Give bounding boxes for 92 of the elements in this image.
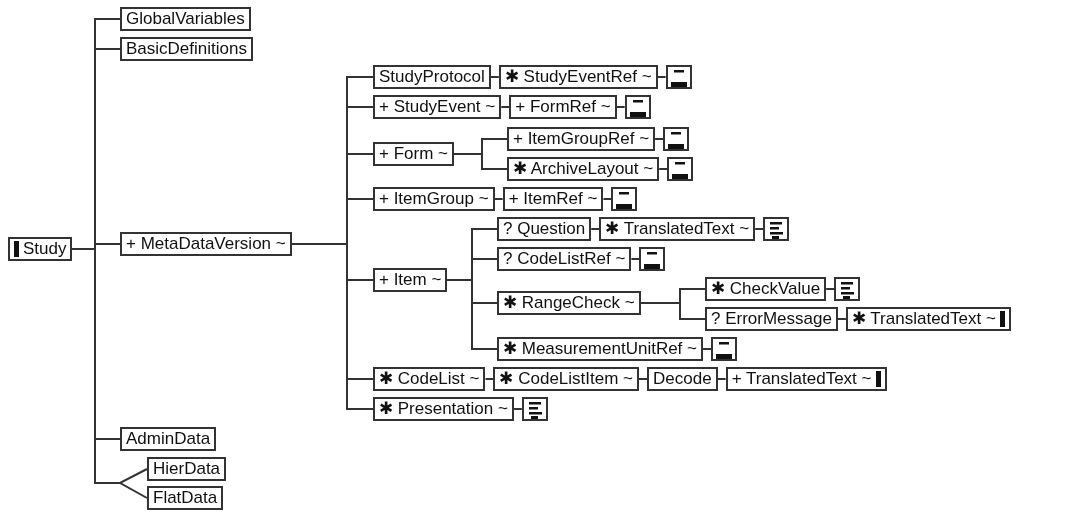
element-box bbox=[647, 367, 718, 391]
element-name: ✱ ArchiveLayout ~ bbox=[513, 159, 654, 179]
connector-line bbox=[500, 106, 511, 108]
element-name: ? ErrorMessage bbox=[711, 309, 832, 329]
element-name: ✱ CodeListItem ~ bbox=[499, 369, 633, 389]
element-box bbox=[147, 457, 227, 481]
connector-line bbox=[754, 228, 765, 230]
element-name: ✱ CodeList ~ bbox=[379, 369, 480, 389]
element-box bbox=[705, 307, 838, 331]
element-name: ? Question bbox=[503, 219, 586, 239]
element-box bbox=[120, 7, 251, 31]
connector-line bbox=[836, 318, 847, 320]
element-name: ✱ TranslatedText ~ bbox=[605, 219, 750, 239]
connector-line bbox=[825, 288, 836, 290]
element-name: ✱ StudyEventRef ~ bbox=[504, 67, 652, 87]
element-name: + MetaDataVersion ~ bbox=[126, 234, 286, 254]
content-model-icon bbox=[711, 337, 737, 361]
connector-line bbox=[446, 279, 498, 350]
element-box bbox=[497, 337, 703, 361]
element-box bbox=[373, 367, 486, 391]
connector-line bbox=[452, 153, 508, 170]
element-name: + Form ~ bbox=[379, 144, 448, 164]
connector-line bbox=[630, 258, 641, 260]
content-model-icon bbox=[834, 277, 861, 301]
connector-line bbox=[484, 378, 495, 380]
element-box bbox=[493, 367, 639, 391]
connector-line bbox=[656, 76, 667, 78]
element-name: + Item ~ bbox=[379, 270, 442, 290]
connector-line bbox=[638, 378, 648, 380]
element-box bbox=[120, 232, 292, 256]
element-name: Decode bbox=[653, 369, 712, 389]
element-name: + ItemGroup ~ bbox=[379, 189, 489, 209]
element-box bbox=[509, 95, 617, 119]
element-box bbox=[373, 187, 495, 211]
element-name: ✱ CheckValue bbox=[711, 279, 821, 299]
element-name: GlobalVariables bbox=[126, 9, 245, 29]
element-name: + FormRef ~ bbox=[515, 97, 611, 117]
element-box bbox=[498, 65, 658, 89]
element-name: + ItemGroupRef ~ bbox=[513, 129, 650, 149]
element-name: + ItemRef ~ bbox=[508, 189, 598, 209]
element-box bbox=[497, 291, 641, 315]
content-model-icon bbox=[611, 187, 638, 211]
element-box bbox=[373, 65, 491, 89]
connector-line bbox=[702, 348, 712, 350]
connector-line bbox=[489, 76, 500, 78]
element-box bbox=[373, 95, 502, 119]
element-box bbox=[845, 307, 1011, 331]
connector-line bbox=[290, 243, 374, 410]
connector-line bbox=[602, 198, 613, 200]
content-model-icon bbox=[665, 65, 692, 89]
element-box bbox=[120, 37, 253, 61]
element-box bbox=[373, 397, 514, 421]
element-box bbox=[705, 277, 827, 301]
element-box bbox=[8, 237, 73, 261]
element-name: Study bbox=[23, 239, 67, 259]
element-name: + StudyEvent ~ bbox=[379, 97, 496, 117]
content-model-icon bbox=[763, 217, 790, 241]
connector-line bbox=[590, 228, 601, 230]
element-box bbox=[373, 142, 454, 166]
element-box bbox=[497, 217, 592, 241]
connector-line bbox=[654, 138, 665, 140]
element-box bbox=[497, 247, 632, 271]
element-name: HierData bbox=[153, 459, 221, 479]
element-name: FlatData bbox=[153, 488, 218, 508]
element-name: ✱ Presentation ~ bbox=[379, 399, 508, 419]
content-model-icon bbox=[639, 247, 666, 271]
element-name: ✱ TranslatedText ~ bbox=[851, 309, 996, 329]
element-name: + TranslatedText ~ bbox=[731, 369, 872, 389]
element-name: ? CodeListRef ~ bbox=[503, 249, 626, 269]
content-model-icon bbox=[624, 95, 651, 119]
element-name: ✱ MeasurementUnitRef ~ bbox=[503, 339, 697, 359]
element-name: AdminData bbox=[126, 429, 211, 449]
element-name: ✱ RangeCheck ~ bbox=[503, 293, 635, 313]
connector-line bbox=[716, 378, 727, 380]
content-model-icon bbox=[521, 397, 548, 421]
element-box bbox=[120, 427, 217, 451]
connector-line bbox=[639, 302, 706, 320]
element-box bbox=[373, 268, 448, 292]
element-box bbox=[507, 157, 660, 181]
element-name: BasicDefinitions bbox=[126, 39, 247, 59]
element-name: StudyProtocol bbox=[379, 67, 485, 87]
content-model-icon bbox=[667, 157, 694, 181]
element-box bbox=[725, 367, 887, 391]
element-box bbox=[147, 486, 224, 510]
element-box bbox=[599, 217, 756, 241]
connector-line bbox=[658, 168, 669, 170]
connector-line bbox=[615, 106, 626, 108]
connector-line bbox=[493, 198, 504, 200]
element-box bbox=[507, 127, 656, 151]
connector-line bbox=[512, 408, 523, 410]
element-box bbox=[502, 187, 604, 211]
content-model-icon bbox=[663, 127, 690, 151]
